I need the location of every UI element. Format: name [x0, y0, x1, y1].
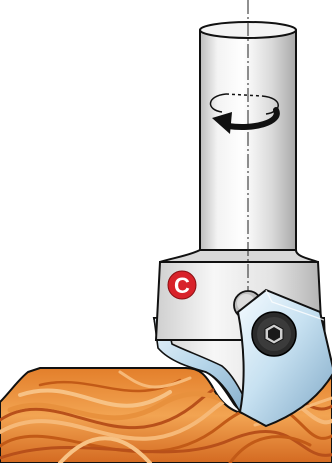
- brand-badge: C: [168, 271, 196, 299]
- brand-badge-letter: C: [174, 273, 190, 298]
- shank: [160, 22, 318, 262]
- hex-socket-screw-icon: [252, 312, 296, 356]
